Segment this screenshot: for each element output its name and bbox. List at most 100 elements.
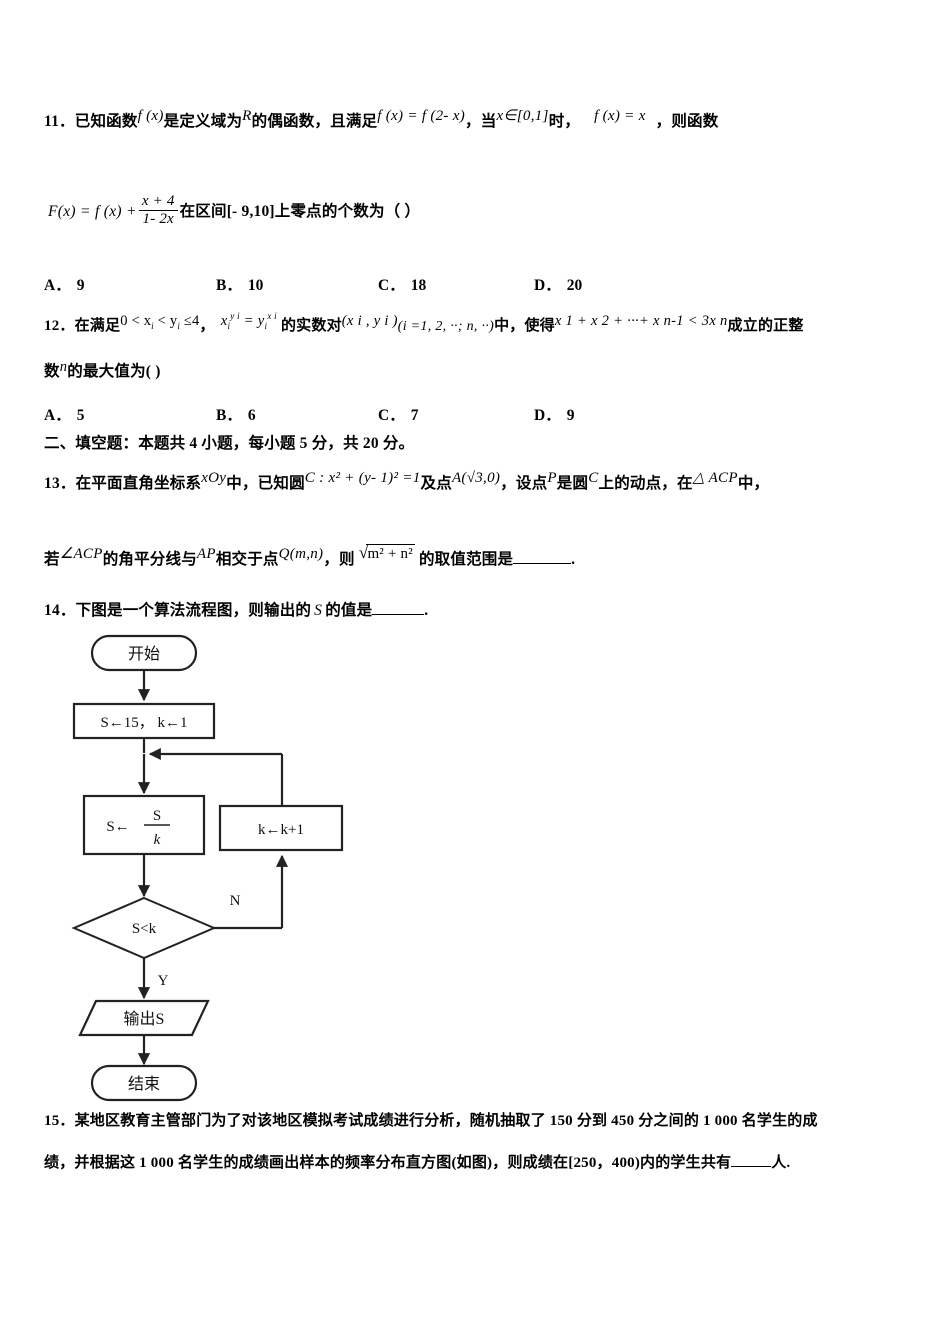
- q13-line2-text-4: ，则: [323, 551, 355, 568]
- q11-formula-tail: 在区间[- 9,10]上零点的个数为（ ）: [179, 203, 421, 221]
- q12-math-pair: (x i , y i ): [341, 312, 398, 329]
- q14-line1-end: .: [424, 602, 429, 619]
- q11-option-d-value: 20: [566, 277, 583, 294]
- q12-option-c[interactable]: C．7: [378, 403, 418, 425]
- flow-node-decision: S<k: [71, 896, 217, 960]
- flow-node-start: 开始: [90, 634, 198, 672]
- q12-option-d-key: D．: [534, 407, 561, 424]
- q13-math-triangle: △ ACP: [692, 470, 738, 486]
- q12-option-b-value: 6: [247, 407, 256, 424]
- q13-math-circle: C : x² + (y- 1)² =1: [304, 470, 421, 486]
- flow-node-init: S←15， k←1: [72, 702, 216, 740]
- q13-math-radicand: m² + n²: [366, 544, 415, 562]
- q12-text-4: 中，使得: [494, 317, 555, 334]
- q11-option-d[interactable]: D．20: [534, 273, 582, 295]
- question-12-line1: 12．在满足0 < xi < yi ≤4，xiy i = yix i的实数对(x…: [44, 311, 804, 337]
- algorithm-flowchart: 开始 S←15， k←1 S← S k: [60, 628, 400, 1108]
- q13-text-7: 中，: [737, 475, 770, 492]
- q12-option-a[interactable]: A．5: [44, 403, 84, 425]
- flow-branch-no-label: N: [230, 893, 241, 909]
- q13-math-point-q: Q(m,n): [278, 546, 324, 562]
- q13-text-5: 是圆: [556, 475, 589, 492]
- q13-line2-text-1: 若: [44, 551, 60, 568]
- q13-line2-text-2: 的角平分线与: [102, 551, 197, 568]
- q12-option-d[interactable]: D．9: [534, 403, 574, 425]
- q13-line2-text-3: 相交于点: [215, 551, 279, 568]
- q14-answer-blank[interactable]: [372, 600, 425, 615]
- flow-init-label: S←15， k←1: [100, 715, 187, 731]
- flow-node-increment: k←k+1: [218, 804, 344, 852]
- q13-text-2: 中，已知圆: [226, 475, 305, 492]
- q11-math-symmetry: f (x) = f (2- x): [377, 108, 466, 124]
- q15-line1-text: 某地区教育主管部门为了对该地区模拟考试成绩进行分析，随机抽取了 150 分到 4…: [74, 1113, 818, 1129]
- flow-process-fraction-numerator: S: [153, 808, 161, 824]
- q11-option-c[interactable]: C．18: [378, 273, 426, 295]
- q11-option-b[interactable]: B． 10: [216, 273, 263, 295]
- q12-math-index: (i =1, 2, ··; n, ··): [397, 318, 495, 334]
- q12-option-b-key: B．: [216, 407, 242, 424]
- radical-sign-icon: √: [358, 543, 369, 562]
- q14-math-s: S: [314, 602, 323, 619]
- q11-formula-numerator: x + 4: [141, 193, 175, 209]
- question-15-line2: 绩，并根据这 1 000 名学生的成绩画出样本的频率分布直方图(如图)，则成绩在…: [44, 1152, 790, 1173]
- q13-math-ap: AP: [196, 546, 216, 562]
- question-12-line2: 数n的最大值为( ): [44, 359, 161, 381]
- flow-node-end: 结束: [90, 1064, 198, 1102]
- q12-math-power-eq: xiy i = yix i: [220, 311, 277, 331]
- q12-math-sum: x 1 + x 2 + ···+ x n-1 < 3x n: [554, 312, 728, 329]
- q13-text-1: 在平面直角坐标系: [75, 475, 202, 492]
- q11-option-a[interactable]: A． 9: [44, 273, 84, 295]
- q11-text-3: 的偶函数，且满足: [251, 113, 378, 130]
- q14-text-after: 的值是: [325, 602, 373, 619]
- section-2-heading: 二、填空题：本题共 4 小题，每小题 5 分，共 20 分。: [44, 435, 415, 452]
- flow-process-assign: S←: [106, 819, 129, 835]
- q11-text-2: 是定义域为: [163, 113, 243, 130]
- flow-increment-label: k←k+1: [258, 822, 304, 838]
- question-11-line1: 11．已知函数f (x)是定义域为R的偶函数，且满足f (x) = f (2- …: [44, 108, 719, 132]
- q12-option-c-key: C．: [378, 407, 405, 424]
- q12-option-a-value: 5: [76, 407, 85, 424]
- q13-answer-blank[interactable]: [513, 549, 572, 564]
- q11-option-b-value: 10: [247, 277, 264, 294]
- q13-line2-end: .: [571, 551, 576, 568]
- q12-text-1: 在满足: [74, 317, 121, 334]
- q12-math-n: n: [59, 359, 68, 375]
- q11-math-fxx: f (x) = x: [594, 108, 646, 124]
- q12-number: 12．: [44, 317, 75, 334]
- q11-formula-lhs: F(x) = f (x) +: [48, 203, 137, 221]
- q12-line2-text-1: 数: [44, 363, 60, 380]
- q13-text-6: 上的动点，在: [598, 475, 693, 492]
- q11-option-b-key: B．: [216, 277, 242, 294]
- q11-option-a-value: 9: [76, 277, 85, 294]
- q11-number: 11．: [44, 113, 75, 130]
- q13-text-4: ，设点: [500, 475, 548, 492]
- q13-math-point-a: A(√3,0): [451, 470, 501, 486]
- q11-text-4: ，当: [465, 113, 497, 130]
- q14-number: 14．: [44, 602, 76, 619]
- flow-node-process-divide: S← S k: [82, 794, 206, 856]
- q12-text-2: ，: [199, 317, 215, 334]
- flow-output-label: 输出S: [124, 1010, 165, 1028]
- q15-number: 15．: [44, 1113, 75, 1129]
- q15-line2-text-a: 绩，并根据这 1 000 名学生的成绩画出样本的频率分布直方图(如图)，则成绩在…: [44, 1155, 732, 1171]
- q11-text-6: ，则函数: [655, 113, 719, 130]
- q11-text-5: 时，: [548, 113, 581, 130]
- q15-answer-blank[interactable]: [731, 1152, 772, 1167]
- q12-line2-text-2: 的最大值为( ): [67, 363, 161, 380]
- q11-option-a-key: A．: [44, 277, 71, 294]
- question-15-line1: 15．某地区教育主管部门为了对该地区模拟考试成绩进行分析，随机抽取了 150 分…: [44, 1112, 818, 1131]
- q11-option-c-value: 18: [410, 277, 427, 294]
- q11-math-fx: f (x): [137, 108, 164, 124]
- flow-decision-label: S<k: [132, 921, 157, 937]
- q13-math-angle-acp: ∠ACP: [59, 546, 103, 562]
- q13-math-p: P: [547, 470, 557, 486]
- q12-text-3: 的实数对: [280, 317, 342, 334]
- q11-text-1: 已知函数: [74, 113, 138, 130]
- q13-math-sqrt: √m² + n²: [359, 542, 415, 564]
- q11-math-R: R: [242, 108, 252, 124]
- q12-option-b[interactable]: B． 6: [216, 403, 256, 425]
- flow-start-label: 开始: [128, 645, 160, 663]
